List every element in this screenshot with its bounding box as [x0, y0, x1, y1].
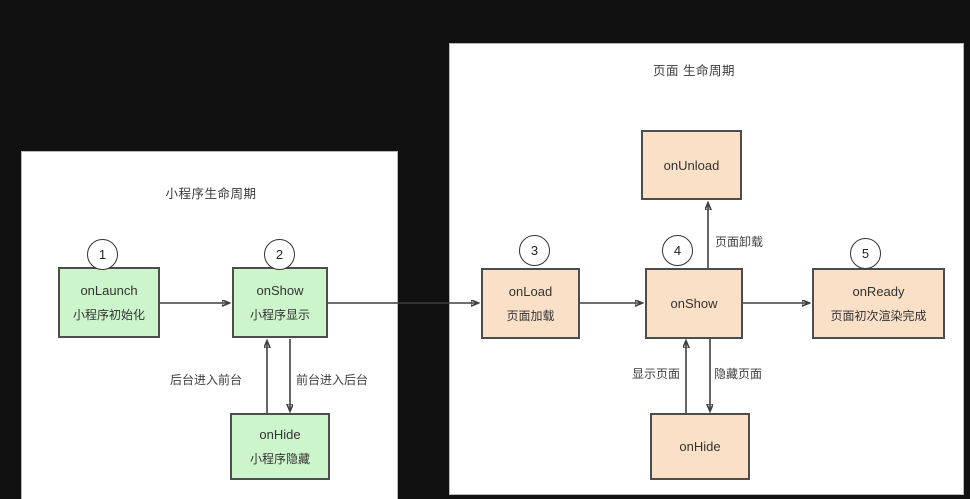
node-onload-sub: 页面加载	[506, 308, 555, 323]
step-badge-1: 1	[87, 239, 118, 270]
node-onunload[interactable]: onUnload	[641, 130, 742, 200]
step-badge-2: 2	[264, 239, 295, 270]
app-lifecycle-title: 小程序生命周期	[165, 187, 257, 201]
edge-label-bg-to-fg: 后台进入前台	[170, 373, 243, 387]
node-app-onshow-name: onShow	[256, 282, 304, 298]
node-onready-name: onReady	[852, 283, 905, 299]
node-onload[interactable]: onLoad 页面加载	[481, 268, 580, 339]
edge-label-page-unload: 页面卸载	[715, 235, 764, 249]
step-badge-3: 3	[519, 235, 550, 266]
node-onready[interactable]: onReady 页面初次渲染完成	[812, 268, 945, 339]
node-page-onshow-name: onShow	[670, 296, 718, 311]
edge-label-hide-page: 隐藏页面	[714, 367, 763, 381]
node-app-onshow-sub: 小程序显示	[249, 307, 310, 322]
edge-label-show-page: 显示页面	[632, 367, 681, 381]
edge-label-fg-to-bg: 前台进入后台	[296, 373, 369, 387]
node-onlaunch[interactable]: onLaunch 小程序初始化	[58, 267, 160, 338]
node-onload-name: onLoad	[508, 283, 553, 299]
page-lifecycle-title: 页面 生命周期	[653, 64, 735, 78]
node-page-onshow[interactable]: onShow	[645, 268, 743, 339]
node-onunload-name: onUnload	[663, 157, 720, 173]
step-badge-5: 5	[850, 238, 881, 269]
node-onlaunch-sub: 小程序初始化	[72, 307, 145, 322]
node-app-onhide-name: onHide	[259, 426, 301, 442]
node-app-onhide-sub: 小程序隐藏	[249, 451, 310, 466]
node-onlaunch-name: onLaunch	[80, 282, 138, 298]
node-page-onhide-name: onHide	[679, 439, 721, 454]
node-onready-sub: 页面初次渲染完成	[830, 308, 927, 323]
node-app-onshow[interactable]: onShow 小程序显示	[232, 267, 328, 338]
node-page-onhide[interactable]: onHide	[650, 413, 750, 480]
step-badge-4: 4	[662, 235, 693, 266]
node-app-onhide[interactable]: onHide 小程序隐藏	[230, 413, 330, 480]
